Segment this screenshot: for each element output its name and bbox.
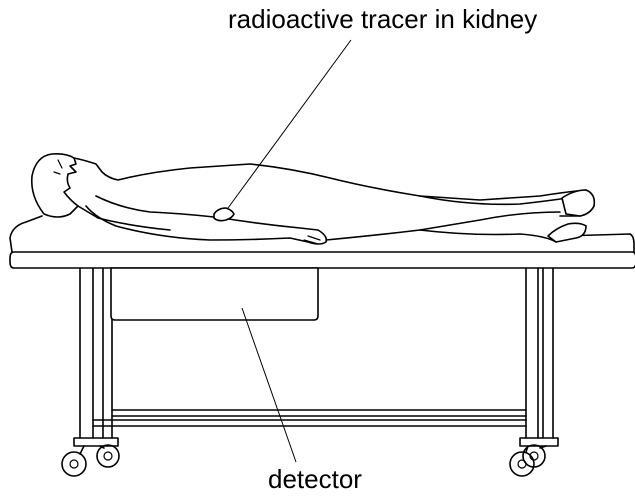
mattress (10, 216, 634, 252)
detector-box (111, 268, 318, 320)
patient-figure (32, 154, 595, 244)
tracer-leader-line (228, 40, 351, 208)
tracer-label: radioactive tracer in kidney (228, 4, 537, 34)
table-top (10, 252, 635, 268)
detector-label: detector (268, 464, 362, 494)
detector-leader-line (242, 308, 296, 462)
